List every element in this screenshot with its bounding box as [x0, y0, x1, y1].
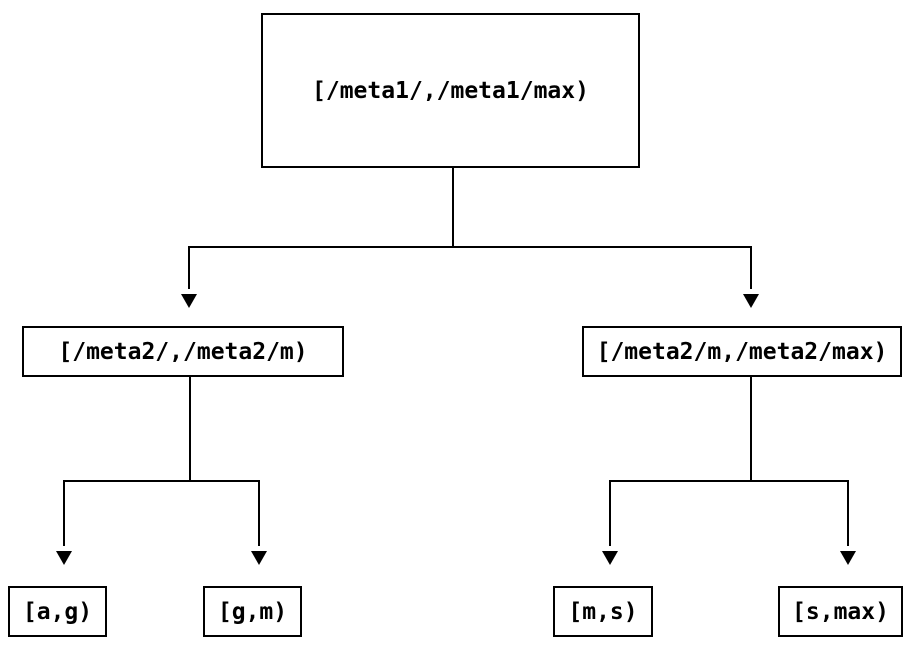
edge-meta2high-to-ms-line	[609, 480, 611, 546]
node-leaf-range-smax: [s,max)	[778, 586, 903, 637]
edge-meta2high-stem-line	[750, 377, 752, 482]
edge-meta2low-stem-line	[189, 377, 191, 482]
node-leaf-range-gm: [g,m)	[203, 586, 302, 637]
arrowhead-down-icon	[602, 551, 618, 565]
edge-meta2high-to-smax-line	[847, 480, 849, 546]
node-leaf-range-ms: [m,s)	[553, 586, 653, 637]
edge-root-crossbar-line	[188, 246, 752, 248]
edge-meta2low-to-ag-line	[63, 480, 65, 546]
node-root-meta1-range: [/meta1/,/meta1/max)	[261, 13, 640, 168]
arrowhead-down-icon	[251, 551, 267, 565]
node-meta2-high-range: [/meta2/m,/meta2/max)	[582, 326, 902, 377]
node-meta2-low-range: [/meta2/,/meta2/m)	[22, 326, 344, 377]
node-leaf-range-ag: [a,g)	[8, 586, 107, 637]
edge-meta2low-crossbar-line	[63, 480, 260, 482]
arrowhead-down-icon	[840, 551, 856, 565]
arrowhead-down-icon	[181, 294, 197, 308]
arrowhead-down-icon	[56, 551, 72, 565]
edge-root-to-meta2high-line	[750, 246, 752, 289]
arrowhead-down-icon	[743, 294, 759, 308]
edge-meta2low-to-gm-line	[258, 480, 260, 546]
edge-root-stem-line	[452, 168, 454, 248]
edge-meta2high-crossbar-line	[609, 480, 849, 482]
edge-root-to-meta2low-line	[188, 246, 190, 289]
